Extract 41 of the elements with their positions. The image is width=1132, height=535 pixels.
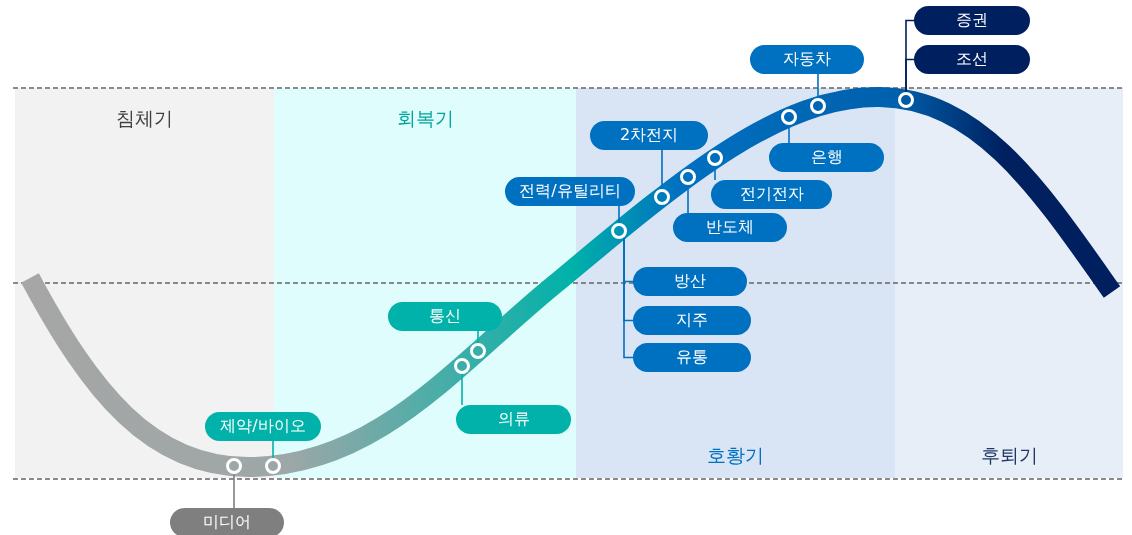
leader-line <box>461 372 463 406</box>
marker-circle <box>781 108 797 125</box>
marker-circle <box>265 457 281 474</box>
sector-pill: 전기전자 <box>711 180 832 209</box>
phase-label: 호황기 <box>706 443 765 468</box>
leader-line <box>788 124 790 144</box>
sector-pill: 은행 <box>769 143 884 172</box>
phase-label: 회복기 <box>395 106 455 131</box>
marker-circle <box>454 357 470 374</box>
marker-circle <box>810 98 826 115</box>
leader-line <box>618 205 620 224</box>
sector-pill: 자동차 <box>750 45 864 74</box>
marker-circle <box>680 169 696 186</box>
marker-circle <box>611 223 627 240</box>
sector-pill: 제약/바이오 <box>205 412 321 441</box>
sector-pill: 2차전지 <box>590 121 708 150</box>
sector-pill: 지주 <box>633 306 751 335</box>
leader-line <box>272 440 274 459</box>
sector-pill: 의류 <box>456 405 571 434</box>
marker-circle <box>898 91 914 108</box>
leader-line <box>905 58 915 93</box>
sector-pill: 반도체 <box>673 213 787 242</box>
sector-pill: 증권 <box>914 6 1030 35</box>
leader-line <box>661 149 663 190</box>
marker-circle <box>226 458 242 475</box>
sector-pill: 방산 <box>633 267 747 296</box>
leader-line <box>623 236 634 359</box>
sector-pill: 조선 <box>914 45 1030 74</box>
leader-line <box>817 73 819 99</box>
marker-circle <box>470 343 486 360</box>
sector-pill: 유통 <box>633 343 751 372</box>
phase-label: 침체기 <box>115 106 174 131</box>
leader-line <box>233 473 235 509</box>
sector-pill: 통신 <box>388 302 502 331</box>
leader-line <box>477 330 479 345</box>
marker-circle <box>707 150 723 167</box>
phase-band <box>895 88 1123 478</box>
marker-circle <box>654 188 670 205</box>
sector-pill: 전력/유틸리티 <box>505 177 635 206</box>
phase-label: 후퇴기 <box>979 443 1039 468</box>
sector-pill: 미디어 <box>170 508 284 535</box>
